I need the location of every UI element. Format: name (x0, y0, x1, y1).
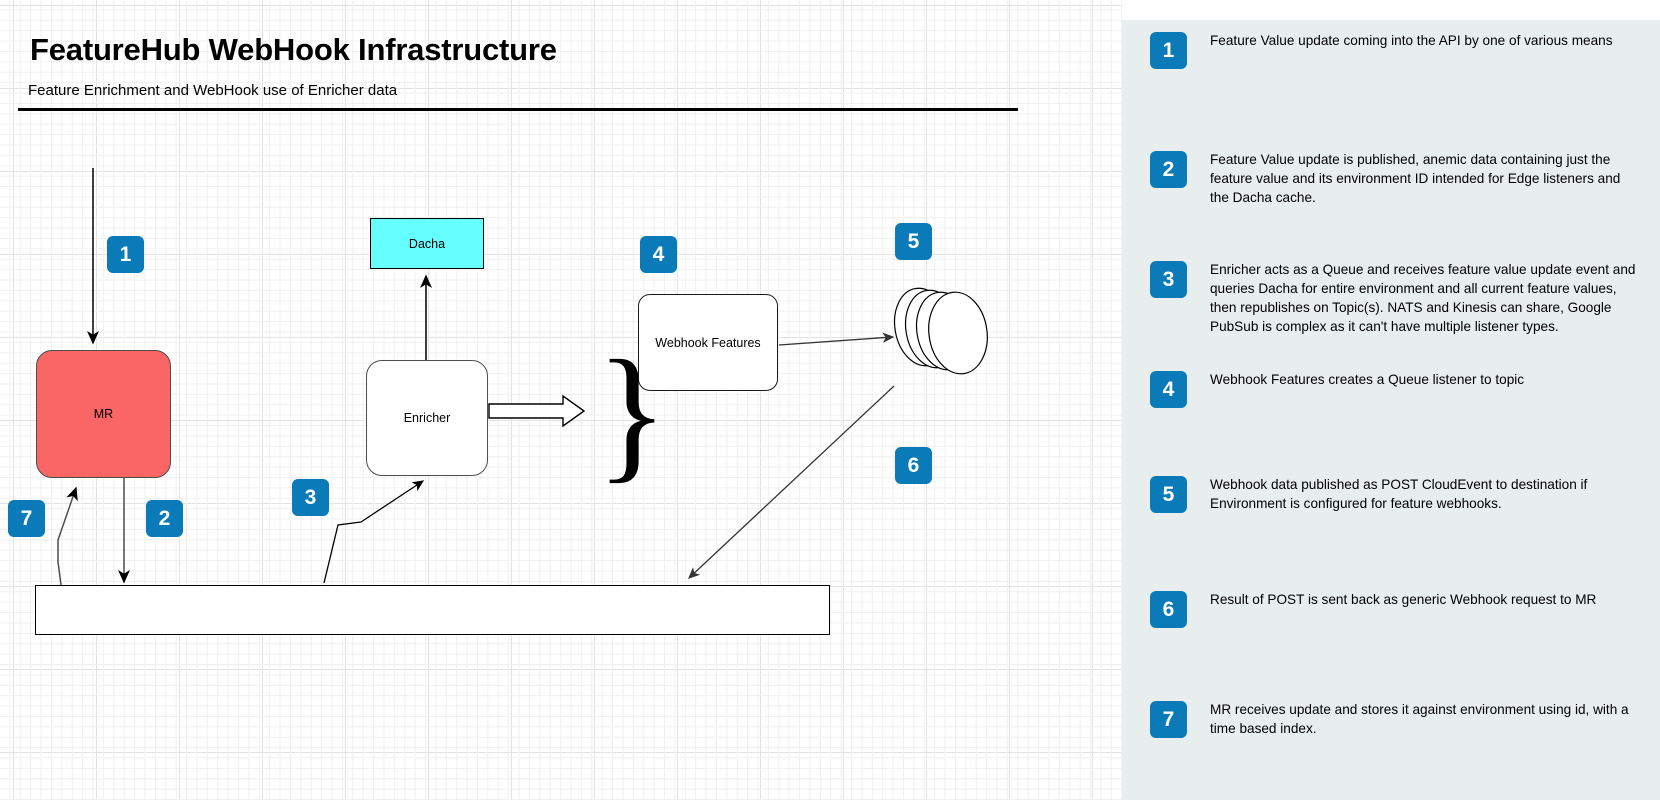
badge-3[interactable]: 3 (292, 479, 329, 516)
node-topic-stack[interactable] (888, 283, 1003, 380)
legend-text-3: Enricher acts as a Queue and receives fe… (1210, 262, 1636, 334)
node-dacha[interactable]: Dacha (370, 218, 484, 269)
page-subtitle: Feature Enrichment and WebHook use of En… (28, 82, 398, 99)
legend-badge-3: 3 (1150, 261, 1187, 298)
legend-item-1: 1 Feature Value update coming into the A… (1150, 31, 1645, 69)
legend-item-4: 4 Webhook Features creates a Queue liste… (1150, 370, 1645, 408)
badge-2[interactable]: 2 (146, 500, 183, 537)
node-message-bus[interactable] (35, 585, 830, 635)
legend-panel: 1 Feature Value update coming into the A… (1122, 20, 1660, 800)
legend-badge-4: 4 (1150, 371, 1187, 408)
title-divider (18, 108, 1018, 111)
legend-text-5: Webhook data published as POST CloudEven… (1210, 477, 1588, 511)
node-mr[interactable]: MR (36, 350, 171, 478)
legend-badge-2: 2 (1150, 151, 1187, 188)
legend-text-7: MR receives update and stores it against… (1210, 702, 1629, 736)
node-webhook-features[interactable]: Webhook Features (638, 294, 778, 391)
node-enricher-label: Enricher (403, 411, 451, 425)
legend-item-6: 6 Result of POST is sent back as generic… (1150, 590, 1645, 628)
legend-item-7: 7 MR receives update and stores it again… (1150, 700, 1645, 738)
badge-5[interactable]: 5 (895, 223, 932, 260)
node-webhook-features-label: Webhook Features (655, 335, 761, 350)
badge-1[interactable]: 1 (107, 236, 144, 273)
node-dacha-label: Dacha (408, 236, 446, 251)
legend-badge-6: 6 (1150, 591, 1187, 628)
node-mr-label: MR (93, 407, 114, 421)
badge-4[interactable]: 4 (640, 236, 677, 273)
legend-item-3: 3 Enricher acts as a Queue and receives … (1150, 260, 1645, 336)
legend-text-4: Webhook Features creates a Queue listene… (1210, 372, 1525, 387)
legend-badge-5: 5 (1150, 476, 1187, 513)
legend-text-1: Feature Value update coming into the API… (1210, 33, 1613, 48)
brace-symbol: } (596, 330, 668, 496)
node-enricher[interactable]: Enricher (366, 360, 488, 476)
legend-text-6: Result of POST is sent back as generic W… (1210, 592, 1597, 607)
badge-7[interactable]: 7 (8, 500, 45, 537)
legend-item-5: 5 Webhook data published as POST CloudEv… (1150, 475, 1645, 513)
badge-6[interactable]: 6 (895, 447, 932, 484)
legend-badge-7: 7 (1150, 701, 1187, 738)
legend-text-2: Feature Value update is published, anemi… (1210, 152, 1621, 205)
legend-badge-1: 1 (1150, 32, 1187, 69)
legend-item-2: 2 Feature Value update is published, ane… (1150, 150, 1645, 207)
page-title: FeatureHub WebHook Infrastructure (30, 32, 557, 67)
